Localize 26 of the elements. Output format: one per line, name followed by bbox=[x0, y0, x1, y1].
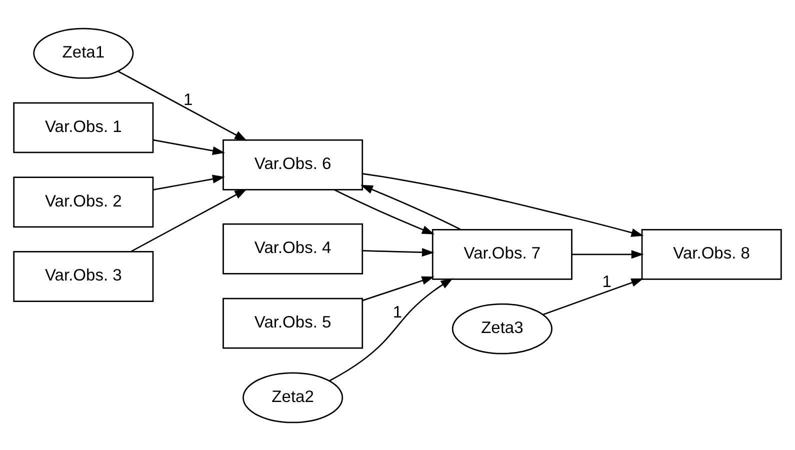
edge-label: 1 bbox=[602, 271, 612, 290]
node-box: Var.Obs. 1 bbox=[13, 102, 154, 153]
edge-label: 1 bbox=[184, 90, 193, 109]
arrow bbox=[130, 188, 248, 252]
arrow bbox=[329, 278, 454, 381]
node-ellipse: Zeta3 bbox=[452, 302, 552, 354]
arrow bbox=[118, 70, 248, 140]
arrow bbox=[334, 188, 434, 234]
node-ellipse: Zeta1 bbox=[33, 27, 134, 78]
arrow bbox=[572, 250, 644, 258]
node-ellipse: Zeta2 bbox=[242, 372, 344, 423]
arrow bbox=[360, 184, 461, 230]
arrow bbox=[152, 138, 225, 154]
node-box: Var.Obs. 7 bbox=[432, 228, 572, 280]
arrow bbox=[362, 172, 644, 236]
edge-label: 1 bbox=[392, 302, 402, 321]
arrow bbox=[362, 247, 434, 256]
arrow bbox=[152, 174, 225, 190]
node-box: Var.Obs. 8 bbox=[641, 228, 782, 280]
node-box: Var.Obs. 4 bbox=[222, 222, 364, 274]
node-box: Var.Obs. 2 bbox=[13, 176, 154, 228]
node-box: Var.Obs. 3 bbox=[13, 250, 154, 302]
node-box: Var.Obs. 6 bbox=[222, 138, 364, 190]
arrow bbox=[362, 276, 434, 301]
arrow bbox=[542, 278, 644, 315]
node-box: Var.Obs. 5 bbox=[222, 297, 364, 348]
